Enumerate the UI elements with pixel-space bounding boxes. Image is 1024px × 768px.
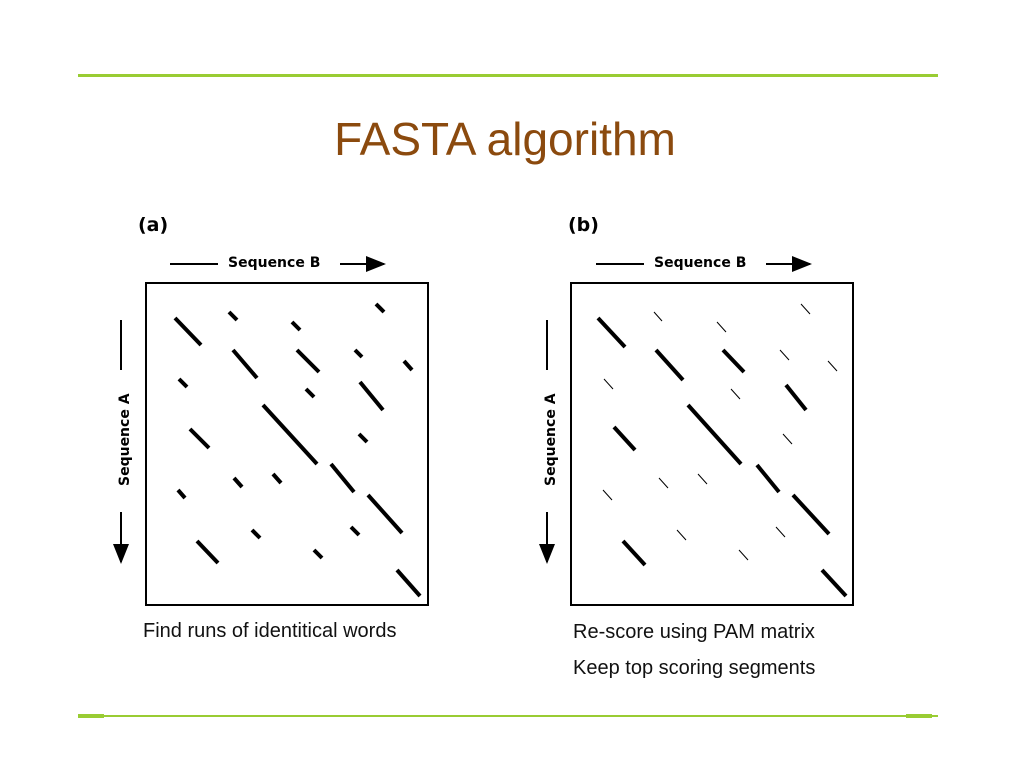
panel-a-segment — [402, 359, 414, 372]
panel-b-top-segment — [820, 568, 848, 598]
panel-a-segment — [349, 525, 361, 537]
panel-a-x-axis-label: Sequence B — [224, 255, 325, 271]
panel-b-top-segment — [755, 463, 781, 494]
bottom-rule — [78, 715, 938, 717]
panel-a-segment — [312, 548, 324, 560]
panel-a-segment — [227, 310, 239, 322]
panel-a-segment — [177, 377, 189, 389]
panel-a-segment — [271, 472, 283, 485]
panel-a-segment — [358, 380, 385, 412]
panel-b-top-segment — [596, 316, 627, 349]
panel-b-top-segment — [621, 539, 647, 567]
panel-b-low-segment — [653, 311, 663, 322]
panel-b-low-segment — [603, 378, 614, 390]
panel-a-segment — [357, 432, 369, 444]
panel-a-segment — [232, 476, 244, 489]
panel-b-low-segment — [658, 477, 669, 489]
panel-b-caption-2: Keep top scoring segments — [573, 657, 816, 679]
panel-a-segment — [250, 528, 262, 540]
panel-b-top-segment — [686, 403, 743, 466]
panel-b-top-segment — [791, 493, 831, 536]
panel-b-label: (b) — [568, 214, 599, 236]
panel-b-low-segment — [697, 473, 708, 485]
panel-b-low-segment — [738, 549, 749, 561]
panel-a-segments — [173, 302, 422, 598]
panel-b-low-segment — [676, 529, 687, 541]
panel-b-top-segment — [654, 348, 685, 382]
panel-a-segment — [304, 387, 316, 399]
top-rule — [78, 74, 938, 77]
panel-a-label: (a) — [138, 214, 169, 236]
panel-b-top-segment — [721, 348, 746, 374]
panel-b-low-segment — [827, 360, 838, 372]
panel-a-segment — [173, 316, 203, 347]
panel-a-segment — [188, 427, 211, 450]
panel-a-segment — [231, 348, 259, 380]
panel-a-segment — [374, 302, 386, 314]
slide-title: FASTA algorithm — [334, 113, 676, 165]
panel-b-top-segment — [612, 425, 637, 452]
panel-a-segment — [290, 320, 302, 332]
panel-b-low-segment — [716, 321, 727, 333]
panel-a-frame — [145, 282, 429, 606]
panel-b-caption-1: Re-score using PAM matrix — [573, 621, 815, 643]
panel-a-segment — [261, 403, 319, 466]
bottom-rule-cap-left — [78, 714, 104, 718]
panel-a-segment — [366, 493, 404, 535]
panel-a-caption: Find runs of identitical words — [143, 620, 397, 642]
panel-b-low-segment — [782, 433, 793, 445]
panel-a-segment — [353, 348, 364, 359]
panel-a-segment — [195, 539, 220, 565]
bottom-rule-cap-right — [906, 714, 932, 718]
panel-b-x-axis-label: Sequence B — [650, 255, 751, 271]
panel-b-top-segments — [596, 316, 848, 598]
panel-b-low-segment — [779, 349, 790, 361]
panel-b-top-segment — [784, 383, 808, 412]
panel-b-low-segment — [730, 388, 741, 400]
panel-b-low-segment — [775, 526, 786, 538]
panel-a-y-axis-label: Sequence A — [117, 390, 133, 490]
panel-a-segment — [395, 568, 422, 598]
panel-a-segment — [295, 348, 321, 374]
panel-a-segment — [176, 488, 187, 500]
panel-b-y-axis-label: Sequence A — [543, 390, 559, 490]
panel-b-frame — [570, 282, 854, 606]
panel-b-low-segments — [602, 303, 838, 561]
panel-b-low-segment — [602, 489, 613, 501]
panel-a-segment — [329, 462, 356, 494]
panel-b-low-segment — [800, 303, 811, 315]
